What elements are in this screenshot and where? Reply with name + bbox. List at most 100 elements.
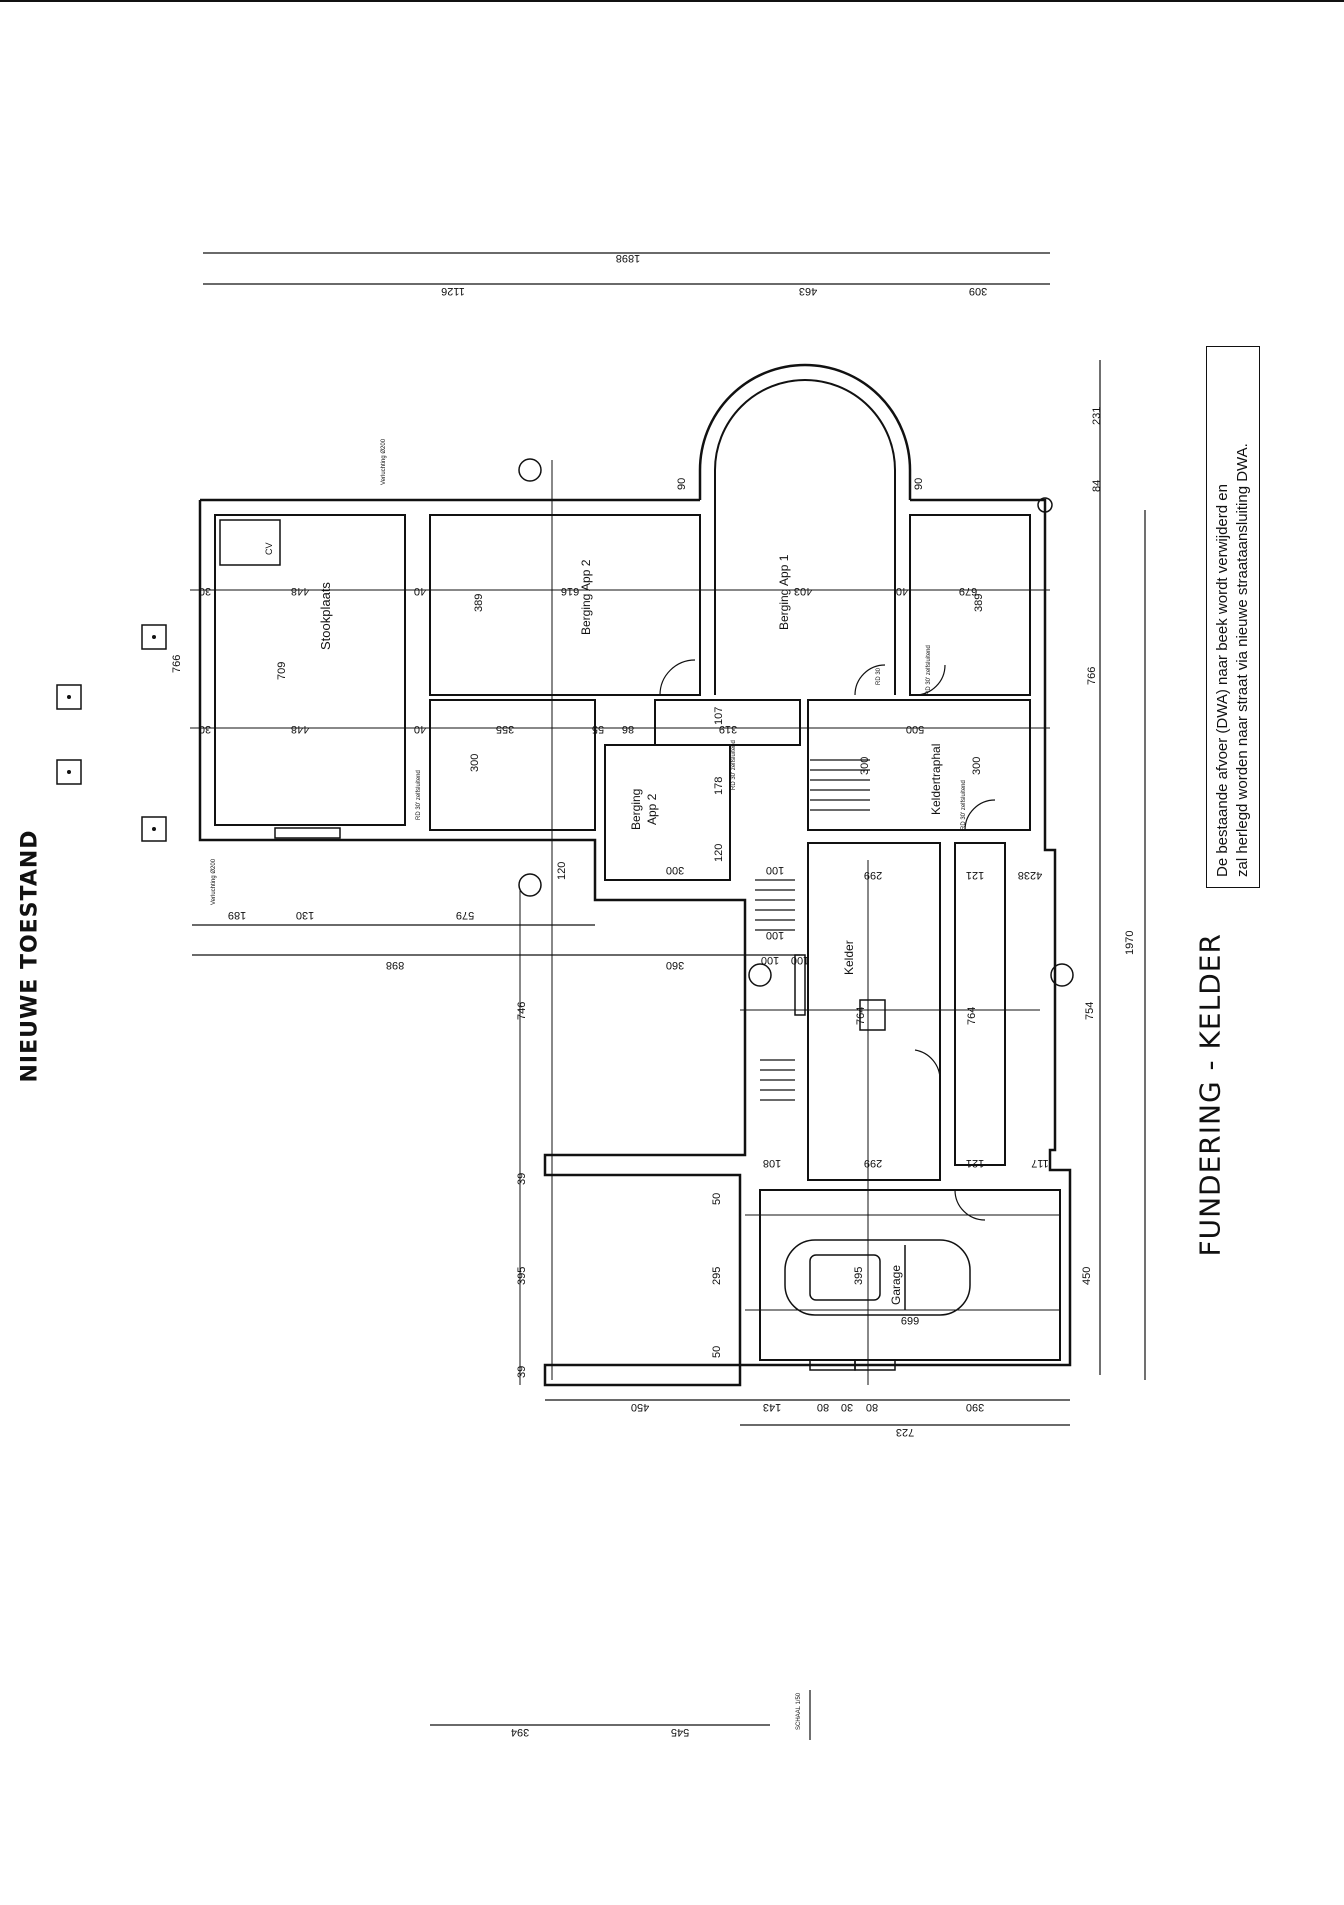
dim: 1126 [441, 285, 465, 297]
garage-wall [759, 1189, 1061, 1361]
room-stookplaats: Stookplaats [318, 582, 333, 650]
dim: 40 [414, 723, 426, 735]
car [784, 1239, 971, 1316]
marker-square [56, 684, 82, 710]
dim: 299 [864, 1157, 882, 1169]
dim: 390 [966, 1401, 984, 1413]
marker-square [141, 624, 167, 650]
annotation-labels: Verluchting Ø200 Verluchting Ø200 RD 30'… [211, 438, 967, 1730]
dim: 300 [666, 864, 684, 876]
dim: 108 [763, 1157, 781, 1169]
room-berging-app1: Berging App 1 [777, 554, 791, 630]
dim: 355 [496, 723, 514, 735]
dim: 450 [1081, 1267, 1093, 1285]
stookplaats-wall [214, 514, 406, 826]
dim: 55 [592, 723, 604, 735]
dim: 100 [766, 864, 784, 876]
doors [659, 659, 996, 1221]
dim: 100 [791, 954, 809, 966]
room-berging-app2-top: Berging App 2 [579, 559, 593, 635]
dim: 394 [511, 1726, 529, 1738]
dim: 898 [386, 959, 404, 971]
dim: 766 [1086, 667, 1098, 685]
drawing-heading: NIEUWE TOESTAND [17, 829, 43, 1083]
dim: 50 [711, 1346, 723, 1358]
dim: 121 [966, 1157, 984, 1169]
dim: 30 [199, 723, 211, 735]
dim: 121 [966, 869, 984, 881]
dim: 1898 [616, 252, 640, 264]
apse-inner [714, 379, 896, 695]
window [274, 827, 341, 839]
rd-label-2: RD 30' zelfsluitend [731, 740, 737, 790]
dim: 189 [228, 909, 246, 921]
marker-circle [518, 458, 542, 482]
dim: 143 [763, 1401, 781, 1413]
outer-wall [198, 498, 1072, 1387]
small-room-wall [909, 514, 1031, 696]
dim: 500 [906, 723, 924, 735]
dim: 117 [1031, 1157, 1049, 1169]
dim: 107 [713, 707, 725, 725]
berging2-lower-wall [429, 699, 596, 831]
dim: 30 [199, 585, 211, 597]
dim: 299 [864, 869, 882, 881]
kelder-wall [807, 842, 941, 1181]
marker-circle [748, 963, 772, 987]
dim: 40 [896, 585, 908, 597]
drawing-title: FUNDERING - KELDER [1193, 933, 1227, 1257]
dim: 463 [799, 285, 817, 297]
dim: 90 [676, 478, 688, 490]
dim: 30 [841, 1401, 853, 1413]
walls [198, 363, 1072, 1387]
room-keldertraphal: Keldertraphal [929, 744, 943, 815]
cv-box [219, 519, 281, 566]
corridor-wall [654, 699, 801, 746]
berging2-small-wall [604, 744, 731, 881]
dim: 746 [516, 1002, 528, 1020]
window [854, 1359, 896, 1371]
marker-square [141, 816, 167, 842]
dim: 395 [516, 1267, 528, 1285]
dim: 309 [969, 285, 987, 297]
rd-label-4: RD 30' zelfsluitend [926, 645, 932, 695]
dim: 39 [516, 1173, 528, 1185]
dim: 616 [561, 585, 579, 597]
dim: 120 [713, 844, 725, 862]
dim: 764 [855, 1007, 867, 1025]
dimension-labels: 1898 1126 463 309 189 130 579 898 360 76… [171, 252, 1136, 1738]
note-line-1: De bestaande afvoer (DWA) naar beek word… [1214, 484, 1231, 877]
dim: 84 [1091, 480, 1103, 492]
dim: 709 [276, 662, 288, 680]
dim: 40 [414, 585, 426, 597]
dim: 120 [556, 862, 568, 880]
room-berging-small-2: App 2 [645, 793, 659, 825]
dimension-lines [192, 252, 1146, 1740]
dim: 545 [671, 1726, 689, 1738]
dim: 360 [666, 959, 684, 971]
marker-circle [518, 873, 542, 897]
room-labels: Stookplaats CV Berging App 2 Berging App… [264, 542, 943, 1305]
dim: 300 [971, 757, 983, 775]
dim: 395 [853, 1267, 865, 1285]
dim: 231 [1091, 407, 1103, 425]
dim: 389 [473, 594, 485, 612]
room-kelder: Kelder [842, 940, 856, 975]
dim: 679 [959, 585, 977, 597]
dim: 90 [913, 478, 925, 490]
verluchting-bottom-label: Verluchting Ø200 [211, 858, 217, 905]
dim: 100 [761, 954, 779, 966]
dim: 319 [719, 723, 737, 735]
dim: 389 [973, 594, 985, 612]
dim: 300 [469, 754, 481, 772]
marker-circle [1050, 963, 1074, 987]
dim: 86 [622, 723, 634, 735]
dim: 754 [1084, 1002, 1096, 1020]
duct-wall [954, 842, 1006, 1166]
dim: 766 [171, 655, 183, 673]
verluchting-top-label: Verluchting Ø200 [381, 438, 387, 485]
rd-label-3: RD 30' zelfsluitend [961, 780, 967, 830]
note-line-2: zal herlegd worden naar straat via nieuw… [1234, 443, 1251, 877]
dim: 300 [859, 757, 871, 775]
